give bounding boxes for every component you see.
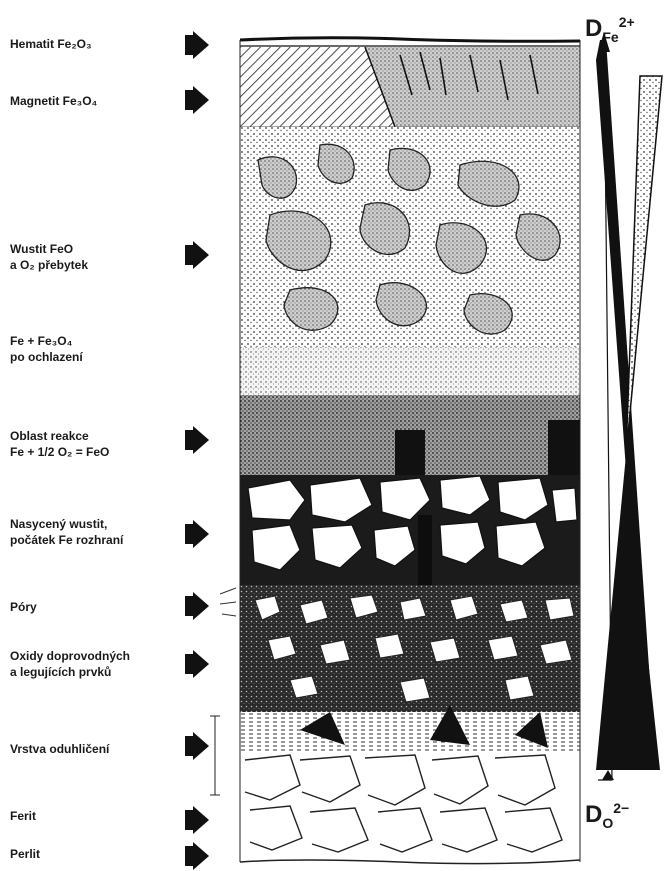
oxide-layer-micrograph bbox=[0, 0, 664, 871]
